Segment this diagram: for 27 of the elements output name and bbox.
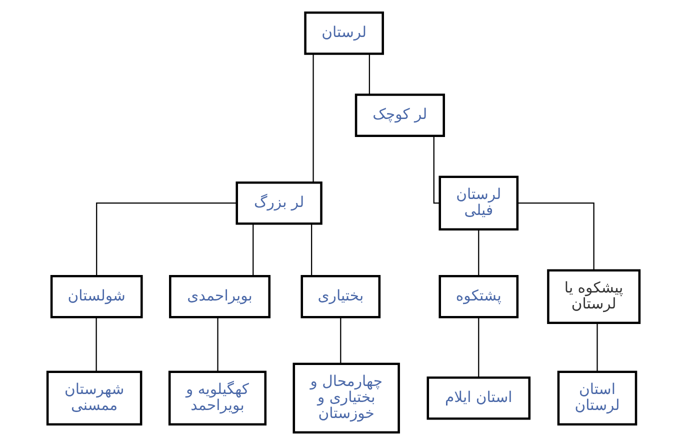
connector <box>216 317 218 372</box>
node-box: لر کوچک <box>354 94 444 137</box>
connector <box>478 317 479 378</box>
connector <box>596 323 598 372</box>
node-box: پیشکوه یا لرستان <box>546 269 640 324</box>
node-box: بویراحمدی <box>168 274 270 318</box>
node-box: چهارمحال و بختیاری و خوزستان <box>292 362 400 434</box>
connector <box>310 224 312 276</box>
node-box: استان لرستان <box>556 370 637 426</box>
node-box: لرستان <box>304 12 384 55</box>
connector <box>517 202 594 270</box>
connector <box>432 136 440 204</box>
connector <box>95 317 96 372</box>
connector <box>312 54 314 182</box>
connector <box>252 224 254 276</box>
connector <box>368 54 370 94</box>
connector <box>340 317 341 364</box>
node-box: لرستان فیلی <box>438 176 518 230</box>
node-box: بختیاری <box>300 274 380 318</box>
node-box: شولستان <box>50 274 142 318</box>
node-box: استان ایلام <box>426 376 530 420</box>
connector <box>96 202 236 276</box>
node-box: کهگیلویه و بویراحمد <box>168 370 266 426</box>
connector <box>478 230 479 276</box>
node-box: لر بزرگ <box>235 181 322 225</box>
node-box: شهرستان ممسنی <box>46 370 142 426</box>
node-box: پشتکوه <box>438 274 518 318</box>
